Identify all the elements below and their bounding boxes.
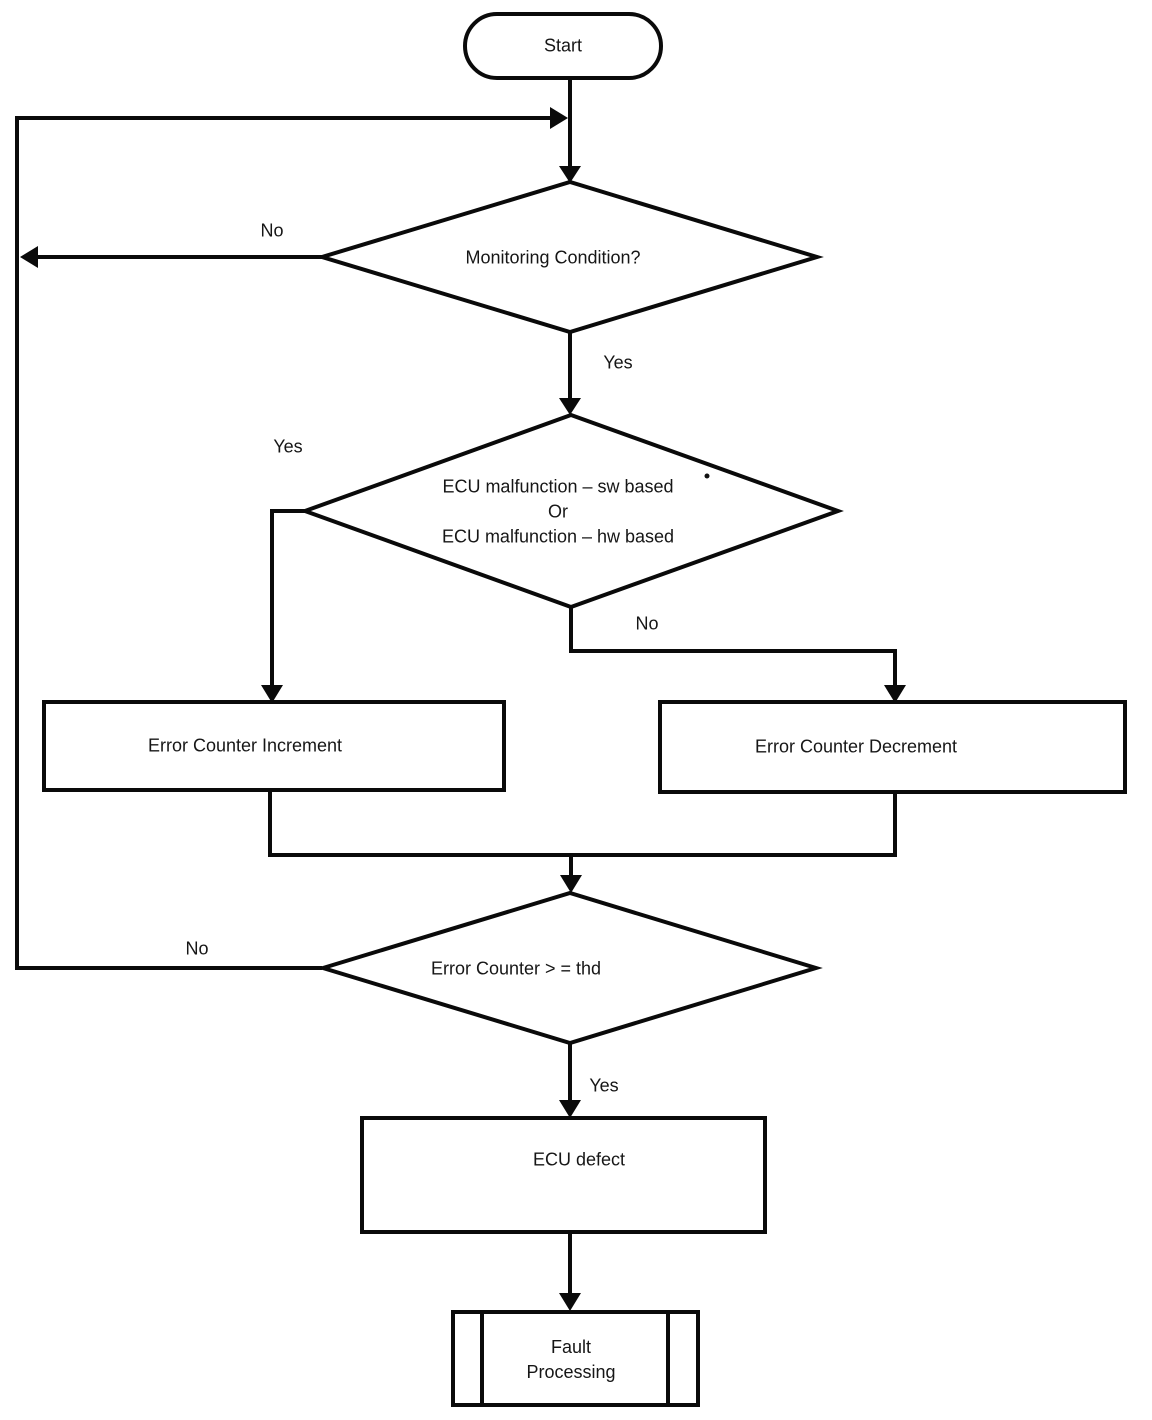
decrement-process-shape xyxy=(658,700,1127,794)
start-label: Start xyxy=(543,35,583,56)
malfunction-yes-arrowhead xyxy=(261,685,283,703)
monitoring-no-arrowhead xyxy=(20,246,38,268)
merge-drop-arrowhead xyxy=(560,875,582,893)
monitoring-yes-arrowhead xyxy=(559,398,581,415)
threshold-yes-arrowhead xyxy=(559,1100,581,1118)
malfunction-yes-connector xyxy=(270,509,305,687)
defect-fault-arrowhead xyxy=(559,1293,581,1311)
monitoring-no-label: No xyxy=(260,220,284,241)
malfunction-yes-label: Yes xyxy=(273,436,303,457)
defect-process-label: ECU defect xyxy=(532,1149,626,1170)
defect-process-shape xyxy=(360,1116,767,1234)
loop-back-arrowhead xyxy=(550,107,568,129)
malfunction-no-connector xyxy=(569,607,897,687)
merge-connector xyxy=(268,790,897,857)
monitoring-decision-label: Monitoring Condition? xyxy=(465,247,641,268)
malfunction-no-arrowhead xyxy=(884,685,906,703)
malfunction-decision-shape xyxy=(299,412,844,610)
threshold-decision-label: Error Counter > = thd xyxy=(430,958,602,979)
threshold-decision-shape xyxy=(316,890,823,1046)
increment-process-shape xyxy=(42,700,506,792)
malfunction-decision-label: ECU malfunction – sw based Or ECU malfun… xyxy=(441,476,675,547)
start-arrowhead xyxy=(559,166,581,183)
start-terminator-shape xyxy=(463,12,663,80)
fault-predefined-label: Fault Processing xyxy=(526,1337,616,1382)
stray-dot xyxy=(704,473,710,479)
monitoring-decision-shape xyxy=(315,179,824,335)
threshold-no-label: No xyxy=(185,938,209,959)
fault-predefined-shape xyxy=(451,1310,700,1407)
monitoring-yes-label: Yes xyxy=(603,352,633,373)
loop-back-connector xyxy=(15,116,550,970)
threshold-yes-label: Yes xyxy=(589,1075,619,1096)
increment-process-label: Error Counter Increment xyxy=(147,735,343,756)
decrement-process-label: Error Counter Decrement xyxy=(754,736,958,757)
malfunction-no-label: No xyxy=(635,613,659,634)
